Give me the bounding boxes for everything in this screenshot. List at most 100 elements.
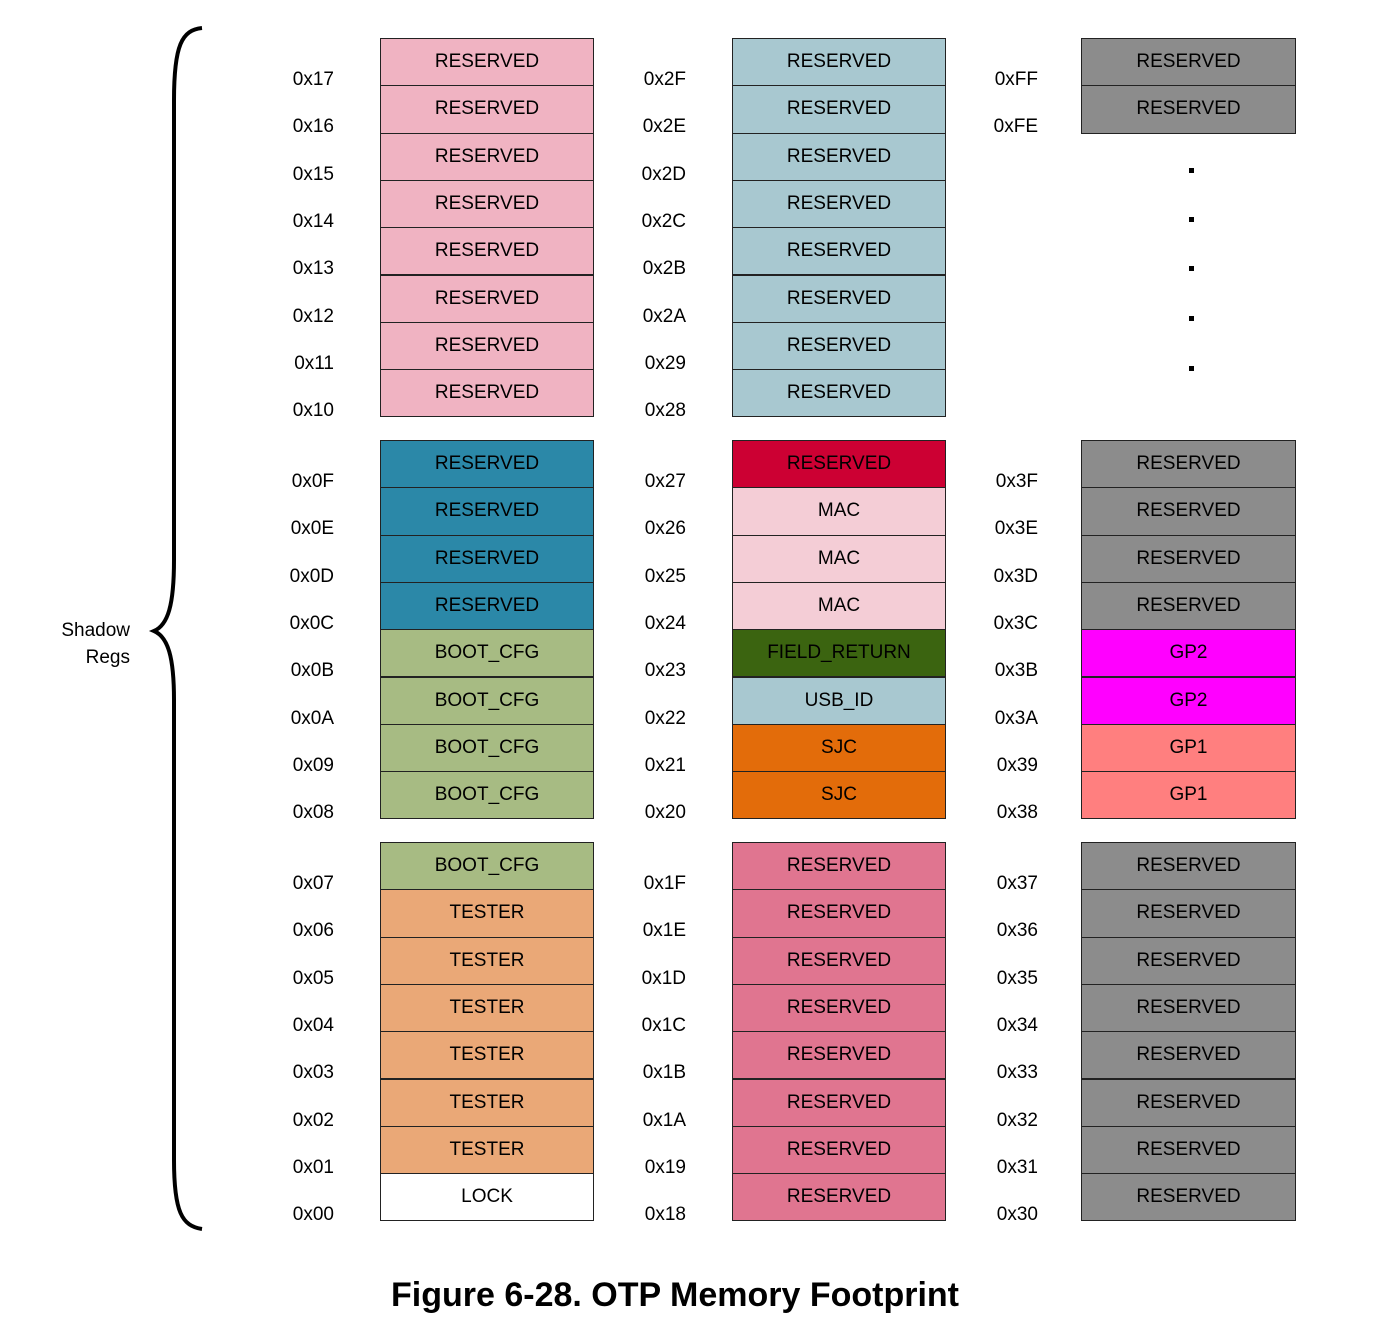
register-cell: MAC: [732, 534, 946, 583]
register-name: RESERVED: [1136, 98, 1241, 120]
register-cell: RESERVED: [1081, 534, 1296, 583]
register-cell: RESERVED: [380, 369, 594, 418]
register-name: RESERVED: [786, 996, 892, 1018]
register-address: 0x27: [644, 471, 686, 492]
register-address: 0x18: [644, 1204, 686, 1226]
ellipsis-dot: [1189, 366, 1194, 371]
register-address: 0x14: [292, 210, 334, 232]
register-address: 0x1E: [642, 920, 686, 942]
register-cell: GP1: [1081, 723, 1296, 773]
register-cell: RESERVED: [380, 227, 594, 276]
register-cell: RESERVED: [732, 227, 946, 276]
register-name: RESERVED: [786, 1138, 892, 1160]
register-cell: RESERVED: [732, 1078, 946, 1127]
ellipsis-dot: [1189, 316, 1194, 321]
register-name: RESERVED: [1136, 1044, 1241, 1066]
register-cell: RESERVED: [380, 581, 594, 631]
register-name: RESERVED: [1136, 996, 1241, 1018]
register-name: RESERVED: [1136, 949, 1241, 971]
register-address: 0x17: [292, 69, 334, 90]
register-cell: RESERVED: [1081, 1173, 1296, 1222]
ellipsis-dot: [1189, 217, 1194, 222]
register-address: 0x36: [996, 920, 1038, 942]
shadow-regs-brace: [148, 26, 203, 1231]
register-cell: RESERVED: [1081, 38, 1296, 87]
register-address: 0x09: [292, 754, 334, 776]
register-cell: RESERVED: [732, 1125, 946, 1175]
register-name: BOOT_CFG: [434, 736, 540, 758]
register-address: 0x13: [292, 258, 334, 280]
shadow-regs-label: Shadow Regs: [30, 617, 130, 671]
register-name: RESERVED: [1136, 1186, 1241, 1208]
register-name: LOCK: [461, 1186, 513, 1208]
regs-label-line: Regs: [85, 647, 130, 668]
register-cell: TESTER: [380, 1125, 594, 1175]
register-address: 0x15: [292, 163, 334, 185]
register-address: 0x10: [292, 400, 334, 422]
ellipsis-dot: [1189, 266, 1194, 271]
register-name: RESERVED: [786, 949, 892, 971]
register-name: FIELD_RETURN: [767, 642, 911, 664]
register-cell: RESERVED: [1081, 983, 1296, 1033]
register-cell: RESERVED: [1081, 1078, 1296, 1127]
register-cell: RESERVED: [732, 889, 946, 938]
register-name: BOOT_CFG: [434, 642, 540, 664]
register-name: RESERVED: [786, 287, 892, 309]
register-name: RESERVED: [786, 902, 892, 924]
register-cell: BOOT_CFG: [380, 771, 594, 820]
register-name: RESERVED: [1136, 500, 1241, 522]
register-cell: RESERVED: [380, 440, 594, 489]
register-name: RESERVED: [434, 98, 540, 120]
register-cell: BOOT_CFG: [380, 629, 594, 678]
register-cell: FIELD_RETURN: [732, 629, 946, 678]
register-name: RESERVED: [434, 594, 540, 616]
register-name: RESERVED: [1136, 1091, 1241, 1113]
register-address: 0x2A: [642, 305, 686, 327]
register-address: 0xFE: [993, 116, 1038, 138]
register-cell: RESERVED: [732, 321, 946, 371]
register-cell: RESERVED: [732, 179, 946, 229]
register-name: GP2: [1169, 642, 1208, 664]
register-name: RESERVED: [786, 1044, 892, 1066]
register-cell: RESERVED: [1081, 1031, 1296, 1080]
register-name: MAC: [817, 594, 861, 616]
register-address: 0x0A: [290, 707, 334, 729]
register-name: RESERVED: [434, 240, 540, 262]
register-cell: GP1: [1081, 771, 1296, 820]
register-name: RESERVED: [786, 192, 892, 214]
register-address: 0x1A: [642, 1109, 686, 1131]
register-address: 0x25: [644, 565, 686, 587]
register-cell: RESERVED: [380, 534, 594, 583]
register-name: RESERVED: [786, 240, 892, 262]
register-name: RESERVED: [786, 855, 892, 876]
register-cell: RESERVED: [732, 274, 946, 323]
register-name: RESERVED: [786, 98, 892, 120]
register-name: SJC: [821, 736, 857, 758]
register-address: 0x0B: [290, 660, 334, 682]
register-cell: RESERVED: [380, 487, 594, 536]
register-cell: RESERVED: [732, 132, 946, 181]
register-name: RESERVED: [1136, 547, 1241, 569]
register-name: RESERVED: [786, 51, 892, 72]
register-name: RESERVED: [434, 547, 540, 569]
register-cell: RESERVED: [1081, 889, 1296, 938]
register-address: 0x29: [644, 352, 686, 374]
register-name: USB_ID: [804, 689, 874, 711]
register-cell: RESERVED: [732, 38, 946, 87]
register-cell: BOOT_CFG: [380, 676, 594, 725]
register-cell: BOOT_CFG: [380, 842, 594, 891]
register-cell: RESERVED: [380, 179, 594, 229]
register-name: RESERVED: [434, 145, 540, 167]
register-address: 0x23: [644, 660, 686, 682]
register-address: 0x1F: [643, 873, 686, 894]
register-address: 0x3D: [993, 565, 1038, 587]
register-cell: RESERVED: [732, 1173, 946, 1222]
register-cell: RESERVED: [732, 369, 946, 418]
register-cell: USB_ID: [732, 676, 946, 725]
register-address: 0x24: [644, 612, 686, 634]
register-name: RESERVED: [1136, 902, 1241, 924]
register-name: BOOT_CFG: [434, 855, 540, 876]
register-cell: BOOT_CFG: [380, 723, 594, 773]
register-address: 0x1B: [642, 1062, 686, 1084]
register-cell: RESERVED: [1081, 85, 1296, 134]
